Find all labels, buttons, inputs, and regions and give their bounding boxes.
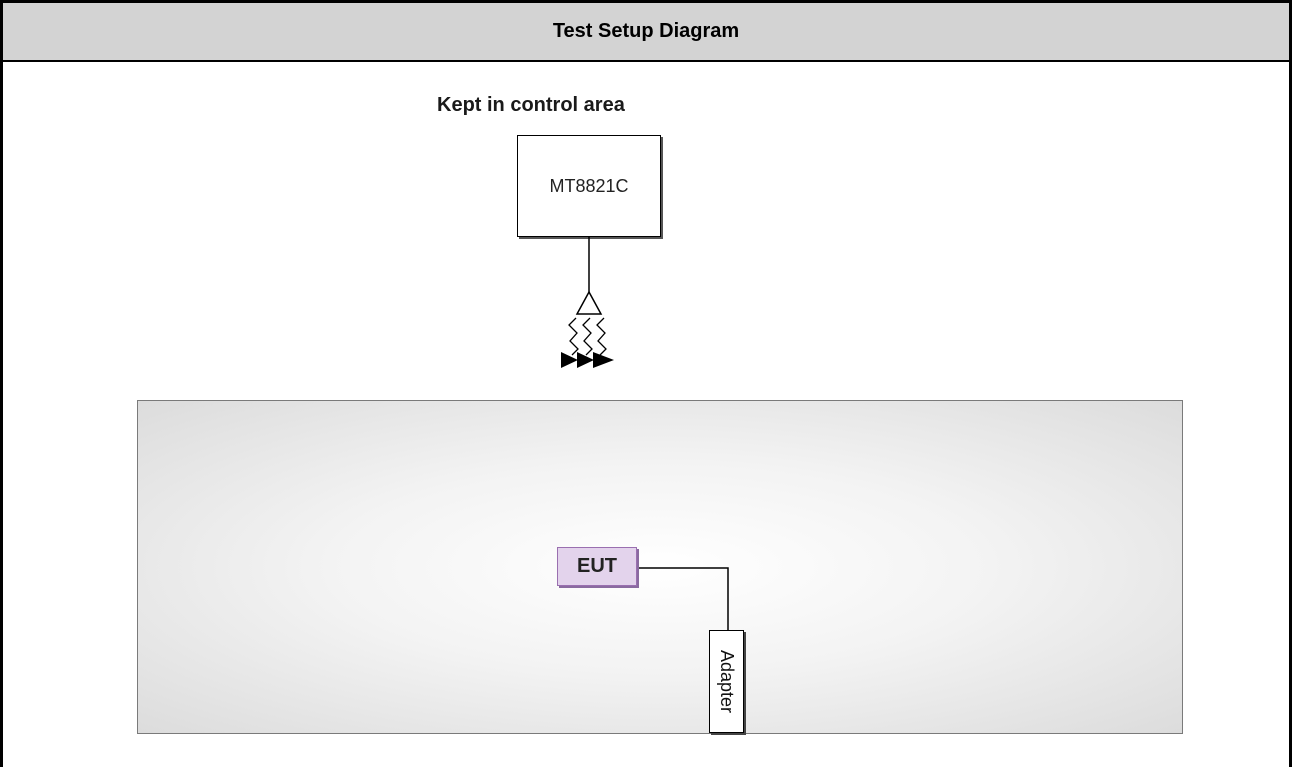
page-title: Test Setup Diagram: [3, 3, 1289, 62]
eut-box: EUT: [557, 547, 637, 586]
adapter-box: Adapter: [709, 630, 744, 733]
instrument-box: MT8821C: [517, 135, 661, 237]
page-title-text: Test Setup Diagram: [552, 20, 740, 42]
instrument-label: MT8821C: [549, 175, 629, 196]
adapter-label: Adapter: [717, 649, 738, 714]
eut-label: EUT: [577, 555, 617, 577]
control-area-label: Kept in control area: [437, 94, 625, 116]
test-area: [137, 400, 1183, 734]
